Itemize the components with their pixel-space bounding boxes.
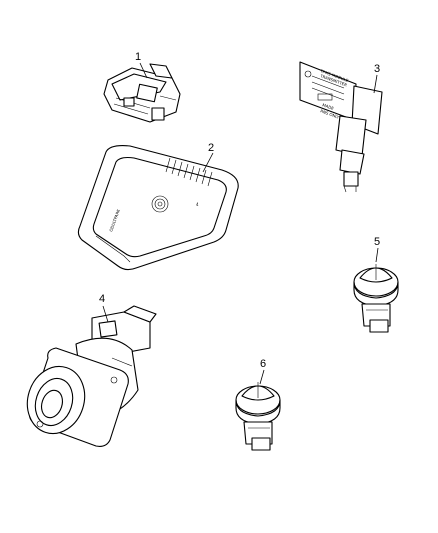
- callout-2: 2: [208, 142, 214, 154]
- leader-line-2: [202, 152, 214, 173]
- part-6-round-switch: [235, 382, 281, 451]
- callout-3: 3: [374, 63, 380, 75]
- callout-1: 1: [135, 51, 141, 63]
- logo-emblem-icon: [304, 70, 312, 78]
- part-1-connector: [103, 63, 181, 123]
- housing-vents: [165, 157, 213, 187]
- callout-6: 6: [260, 358, 266, 370]
- leader-line-3: [373, 74, 378, 94]
- bracket-stamp-line-3: MADE: [322, 102, 335, 111]
- part-4-power-outlet: [26, 305, 157, 447]
- part-3-bracket-sensor: TPMS MODULE TRANSMITTER MADE RNS ONLY: [299, 61, 383, 193]
- callout-5: 5: [374, 236, 380, 248]
- part-5-round-switch: [353, 264, 399, 333]
- module-side-stamp: 4: [196, 202, 199, 207]
- leader-line-4: [102, 305, 109, 323]
- callout-4: 4: [99, 293, 105, 305]
- bracket-stamp-line-4: RNS ONLY: [320, 108, 341, 120]
- leader-line-1: [139, 62, 148, 79]
- speaker-grille-icon: [151, 195, 169, 213]
- part-2-module-housing: ODULTPARK 4: [77, 145, 239, 271]
- leader-line-6: [259, 369, 265, 385]
- leader-line-5: [375, 247, 379, 263]
